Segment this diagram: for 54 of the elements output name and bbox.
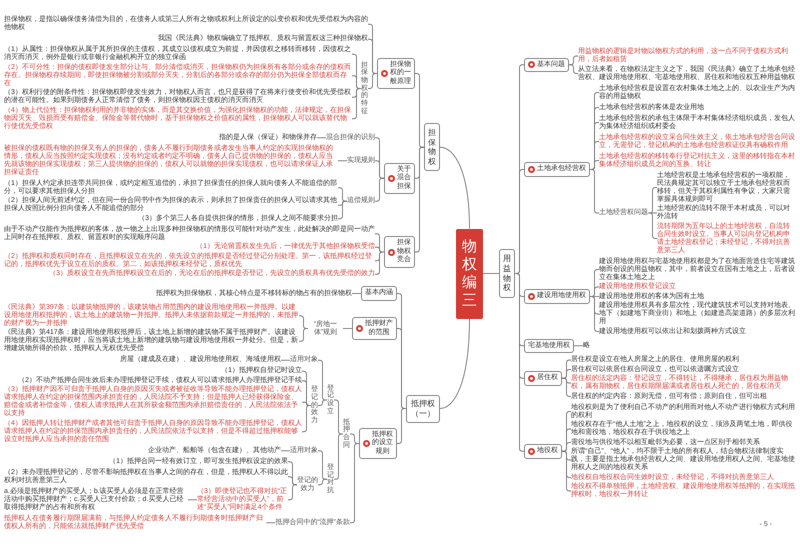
topic-box xyxy=(524,162,590,177)
connector-line xyxy=(338,160,348,162)
connector-line xyxy=(266,522,276,524)
connector-line xyxy=(280,360,290,361)
connector-line xyxy=(396,408,406,444)
connector-line xyxy=(288,484,298,500)
connector-line xyxy=(352,88,362,120)
connector-line xyxy=(338,200,348,220)
connector-line xyxy=(568,64,578,74)
connector-line xyxy=(368,73,378,89)
connector-line xyxy=(338,187,348,202)
topic-box xyxy=(384,236,415,268)
connector-line xyxy=(440,146,470,229)
connector-line xyxy=(188,499,198,500)
central-topic-box: 物权编三 xyxy=(456,228,483,318)
branch-box: 担保物权 xyxy=(424,123,440,172)
connector-line xyxy=(352,293,362,294)
branch-box: 抵押权（一） xyxy=(406,394,440,422)
connector-line xyxy=(350,443,360,524)
topic-box xyxy=(359,428,397,460)
connector-line xyxy=(568,56,578,66)
connector-line xyxy=(316,137,326,138)
connector-line xyxy=(318,450,328,480)
connector-line xyxy=(440,318,470,409)
connector-line xyxy=(514,273,524,452)
topic-box xyxy=(352,317,397,340)
connector-line xyxy=(562,450,572,492)
connector-line xyxy=(280,450,290,452)
connector-line xyxy=(414,73,424,148)
topic-box xyxy=(524,289,590,304)
connector-line xyxy=(374,178,384,202)
connector-line xyxy=(334,434,344,480)
topic-box xyxy=(524,371,562,386)
connector-line xyxy=(298,328,308,342)
connector-line xyxy=(302,405,312,432)
connector-line xyxy=(374,252,384,275)
topic-box xyxy=(524,58,569,72)
topic-box xyxy=(384,162,415,194)
connector-line xyxy=(562,442,572,452)
connector-line xyxy=(414,146,424,252)
connector-line xyxy=(482,273,500,274)
connector-line xyxy=(318,400,328,406)
connector-line xyxy=(648,212,658,239)
connector-line xyxy=(590,296,600,332)
connector-line xyxy=(318,478,328,486)
connector-line xyxy=(374,160,384,179)
connector-line xyxy=(590,169,600,214)
connector-line xyxy=(562,378,572,397)
topic-box xyxy=(377,58,415,90)
connector-line xyxy=(288,476,298,486)
topic-box xyxy=(524,444,562,458)
branch-box: 用益物权 xyxy=(499,249,515,298)
connector-line xyxy=(562,369,572,379)
connector-line xyxy=(342,328,352,329)
